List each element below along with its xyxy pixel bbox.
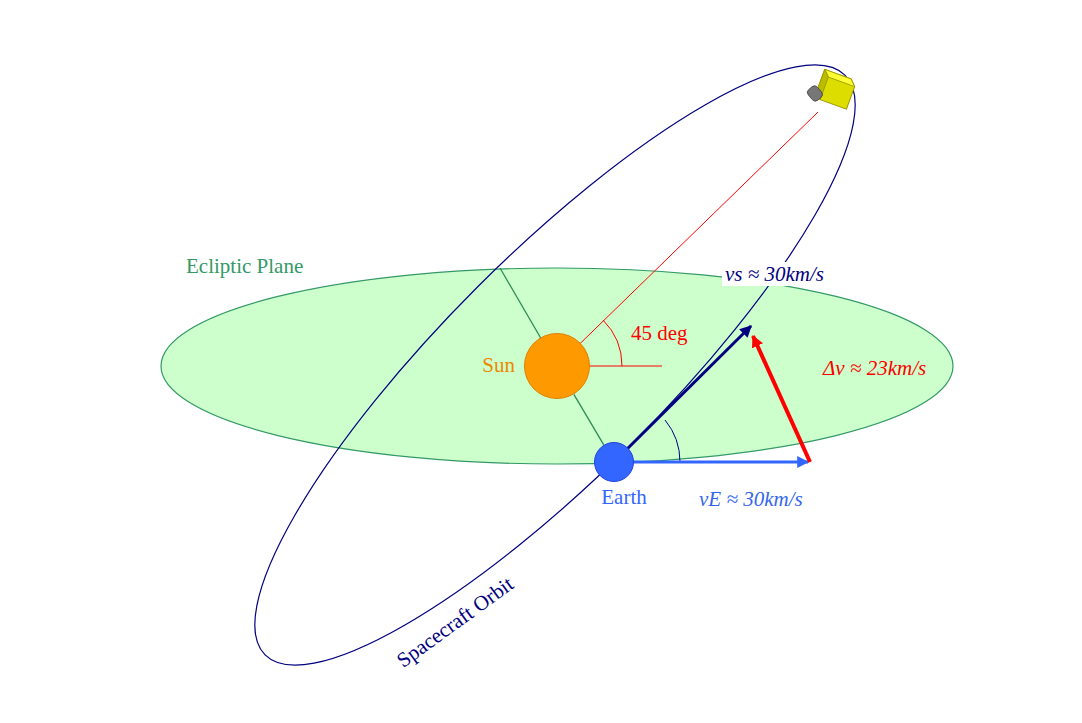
delta-v-label: Δv ≈ 23km/s — [820, 356, 929, 380]
sun-circle-shape — [524, 333, 590, 399]
velocity-label: vs ≈ 30km/s — [722, 262, 827, 286]
angle-label: 45 deg — [628, 321, 691, 345]
node-label: Earth — [598, 486, 649, 509]
earth-circle — [595, 443, 634, 482]
line-of-nodes — [574, 394, 604, 444]
earth-velocity-arrow — [614, 461, 808, 464]
earth-circle: Earth — [594, 442, 634, 482]
delta-v-arrow — [753, 336, 810, 462]
angle-arc — [603, 320, 622, 366]
ecliptic-plane — [161, 268, 953, 464]
spacecraft-orbit — [187, 0, 922, 723]
velocity-label: vE ≈ 30km/s — [696, 487, 806, 511]
plane-label: Ecliptic Plane — [183, 254, 306, 278]
node-label: Sun — [479, 354, 518, 377]
earth-circle-shape — [594, 442, 634, 482]
orbit-label: Spacecraft Orbit — [390, 570, 521, 674]
sun-circle — [525, 334, 590, 399]
spacecraft-velocity-arrow — [614, 326, 751, 462]
angle-arc — [665, 420, 680, 462]
spacecraft — [803, 66, 856, 114]
sun-spacecraft-line — [557, 112, 818, 366]
sun-circle: Sun — [524, 333, 590, 399]
